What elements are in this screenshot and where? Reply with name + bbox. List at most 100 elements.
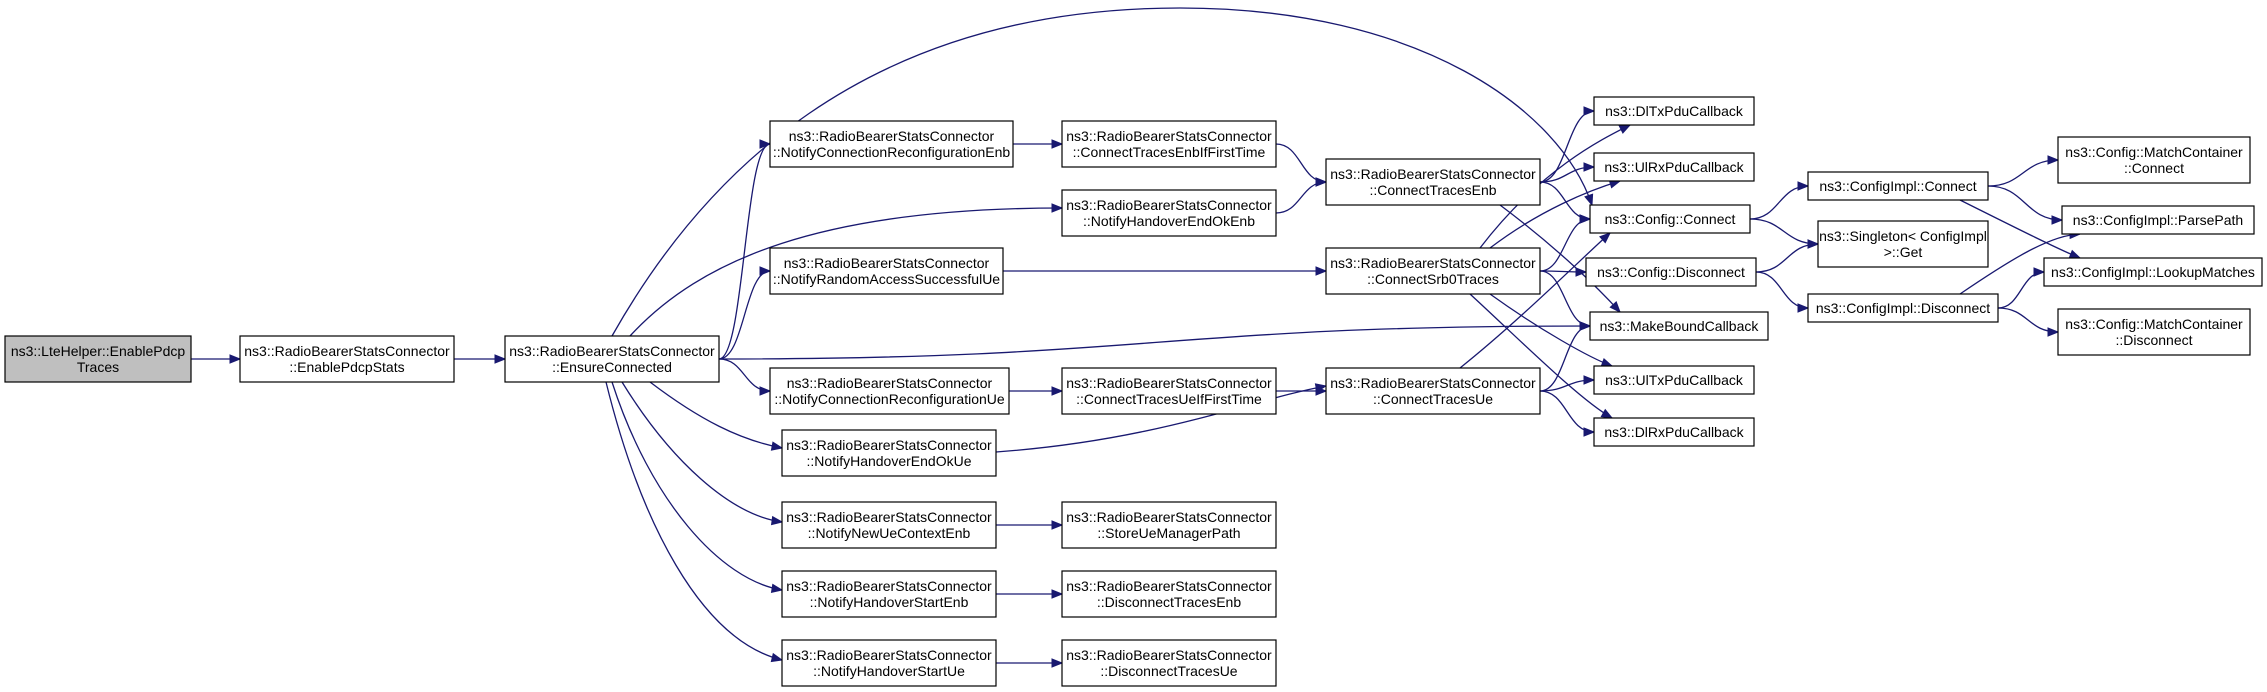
node-connectTracesEnbIfFirst[interactable]: ns3::RadioBearerStatsConnector::ConnectT… bbox=[1061, 120, 1277, 168]
node-box[interactable] bbox=[2057, 308, 2251, 356]
node-box[interactable] bbox=[1325, 367, 1541, 415]
node-box[interactable] bbox=[769, 367, 1010, 415]
node-notifyNewUeContextEnb[interactable]: ns3::RadioBearerStatsConnector::NotifyNe… bbox=[781, 501, 997, 549]
node-dlRxPdu[interactable]: ns3::DlRxPduCallback bbox=[1593, 417, 1755, 447]
node-dlTxPdu[interactable]: ns3::DlTxPduCallback bbox=[1593, 96, 1755, 126]
node-label-line: ::ConnectTracesUeIfFirstTime bbox=[1076, 391, 1262, 407]
node-label-line: ns3::Config::MatchContainer bbox=[2065, 144, 2243, 160]
node-disconnectTracesEnb[interactable]: ns3::RadioBearerStatsConnector::Disconne… bbox=[1061, 570, 1277, 618]
node-box[interactable] bbox=[504, 335, 720, 383]
node-box[interactable] bbox=[1593, 417, 1755, 447]
edge-configConnect-to-configImplConnect bbox=[1749, 181, 1810, 220]
node-box[interactable] bbox=[1593, 152, 1755, 182]
node-label-line: ns3::RadioBearerStatsConnector bbox=[786, 647, 992, 663]
node-box[interactable] bbox=[1061, 189, 1277, 237]
edge-configImplConnect-to-parsePath bbox=[1987, 185, 2064, 225]
node-box[interactable] bbox=[239, 335, 455, 383]
edge-notifyHandoverStartUe-to-disconnectTracesUe bbox=[996, 658, 1064, 668]
node-matchContainerDisconnect[interactable]: ns3::Config::MatchContainer::Disconnect bbox=[2057, 308, 2251, 356]
edge-connectSrb0Traces-to-configConnect bbox=[1539, 214, 1592, 272]
edge-connectTracesUe-to-configConnect bbox=[1459, 232, 1612, 369]
edge-ensureConnected-to-notifyHandoverStartEnb bbox=[611, 381, 784, 594]
node-singletonGet[interactable]: ns3::Singleton< ConfigImpl >::Get bbox=[1817, 220, 1989, 268]
edge-ensureConnected-to-notifyRandomAccess bbox=[718, 266, 772, 360]
node-label-line: ns3::RadioBearerStatsConnector bbox=[1330, 375, 1536, 391]
node-label-line: ::ConnectTracesEnb bbox=[1369, 182, 1496, 198]
node-notifyHandoverEndOkEnb[interactable]: ns3::RadioBearerStatsConnector::NotifyHa… bbox=[1061, 189, 1277, 237]
node-box[interactable] bbox=[781, 501, 997, 549]
edge-ensureConnected-to-notifyHandoverEndOkEnb bbox=[629, 203, 1064, 337]
node-box[interactable] bbox=[2057, 136, 2251, 184]
node-box[interactable] bbox=[4, 335, 192, 383]
node-lookupMatches[interactable]: ns3::ConfigImpl::LookupMatches bbox=[2043, 257, 2263, 287]
node-box[interactable] bbox=[1807, 293, 1999, 323]
node-box[interactable] bbox=[1817, 220, 1989, 268]
edge-connectTracesEnb-to-makeBoundCallback bbox=[1499, 204, 1621, 313]
node-connectTracesEnb[interactable]: ns3::RadioBearerStatsConnector::ConnectT… bbox=[1325, 158, 1541, 206]
node-ulTxPdu[interactable]: ns3::UlTxPduCallback bbox=[1593, 365, 1755, 395]
node-box[interactable] bbox=[2043, 257, 2263, 287]
node-box[interactable] bbox=[781, 570, 997, 618]
node-notifyHandoverStartUe[interactable]: ns3::RadioBearerStatsConnector::NotifyHa… bbox=[781, 639, 997, 687]
node-notifyHandoverEndOkUe[interactable]: ns3::RadioBearerStatsConnector::NotifyHa… bbox=[781, 429, 997, 477]
node-storeUeManagerPath[interactable]: ns3::RadioBearerStatsConnector::StoreUeM… bbox=[1061, 501, 1277, 549]
node-box[interactable] bbox=[2061, 205, 2255, 235]
node-box[interactable] bbox=[1589, 204, 1751, 234]
node-label-line: ns3::RadioBearerStatsConnector bbox=[1066, 375, 1272, 391]
edge-connectSrb0Traces-to-dlRxPdu bbox=[1469, 293, 1614, 419]
node-notifyRandomAccess[interactable]: ns3::RadioBearerStatsConnector::NotifyRa… bbox=[769, 247, 1004, 295]
node-box[interactable] bbox=[781, 429, 997, 477]
node-enablePdcpStats[interactable]: ns3::RadioBearerStatsConnector::EnablePd… bbox=[239, 335, 455, 383]
node-configImplConnect[interactable]: ns3::ConfigImpl::Connect bbox=[1807, 171, 1989, 201]
node-label-line: ns3::RadioBearerStatsConnector bbox=[1066, 578, 1272, 594]
edge-configImplConnect-to-matchContainerConnect bbox=[1987, 155, 2060, 187]
node-label-line: ::DisconnectTracesEnb bbox=[1097, 594, 1241, 610]
node-configImplDisconnect[interactable]: ns3::ConfigImpl::Disconnect bbox=[1807, 293, 1999, 323]
node-disconnectTracesUe[interactable]: ns3::RadioBearerStatsConnector::Disconne… bbox=[1061, 639, 1277, 687]
node-box[interactable] bbox=[1061, 367, 1277, 415]
node-notifyConnReconfEnb[interactable]: ns3::RadioBearerStatsConnector::NotifyCo… bbox=[769, 120, 1014, 168]
node-box[interactable] bbox=[1061, 639, 1277, 687]
edges-layer bbox=[191, 7, 2082, 668]
node-box[interactable] bbox=[769, 247, 1004, 295]
node-box[interactable] bbox=[1593, 365, 1755, 395]
node-box[interactable] bbox=[1589, 311, 1769, 341]
node-box[interactable] bbox=[1061, 120, 1277, 168]
edge-configImplDisconnect-to-matchContainerDisconnect bbox=[1997, 307, 2060, 337]
edge-connectTracesEnb-to-ulRxPdu bbox=[1539, 162, 1596, 183]
edge-notifyConnReconfUe-to-connectTracesUeIfFirst bbox=[1009, 386, 1064, 396]
node-makeBoundCallback[interactable]: ns3::MakeBoundCallback bbox=[1589, 311, 1769, 341]
nodes-layer: ns3::LteHelper::EnablePdcpTracesns3::Rad… bbox=[4, 96, 2263, 687]
node-connectTracesUe[interactable]: ns3::RadioBearerStatsConnector::ConnectT… bbox=[1325, 367, 1541, 415]
node-parsePath[interactable]: ns3::ConfigImpl::ParsePath bbox=[2061, 205, 2255, 235]
node-label-line: ns3::MakeBoundCallback bbox=[1600, 318, 1760, 334]
node-connectSrb0Traces[interactable]: ns3::RadioBearerStatsConnector::ConnectS… bbox=[1325, 247, 1541, 295]
node-box[interactable] bbox=[1061, 570, 1277, 618]
node-label-line: ::NotifyHandoverStartUe bbox=[813, 663, 965, 679]
node-connectTracesUeIfFirst[interactable]: ns3::RadioBearerStatsConnector::ConnectT… bbox=[1061, 367, 1277, 415]
node-box[interactable] bbox=[1325, 158, 1541, 206]
node-label-line: ns3::ConfigImpl::Disconnect bbox=[1816, 300, 1990, 316]
node-configConnect[interactable]: ns3::Config::Connect bbox=[1589, 204, 1751, 234]
node-label-line: ns3::RadioBearerStatsConnector bbox=[509, 343, 715, 359]
node-box[interactable] bbox=[1061, 501, 1277, 549]
node-box[interactable] bbox=[769, 120, 1014, 168]
node-ensureConnected[interactable]: ns3::RadioBearerStatsConnector::EnsureCo… bbox=[504, 335, 720, 383]
node-label-line: ns3::DlRxPduCallback bbox=[1604, 424, 1744, 440]
node-label-line: ::EnsureConnected bbox=[552, 359, 672, 375]
node-box[interactable] bbox=[1807, 171, 1989, 201]
node-configDisconnect[interactable]: ns3::Config::Disconnect bbox=[1585, 257, 1757, 287]
node-label-line: ns3::LteHelper::EnablePdcp bbox=[11, 343, 186, 359]
node-box[interactable] bbox=[1585, 257, 1757, 287]
node-notifyHandoverStartEnb[interactable]: ns3::RadioBearerStatsConnector::NotifyHa… bbox=[781, 570, 997, 618]
node-label-line: ns3::RadioBearerStatsConnector bbox=[1066, 197, 1272, 213]
node-notifyConnReconfUe[interactable]: ns3::RadioBearerStatsConnector::NotifyCo… bbox=[769, 367, 1010, 415]
node-box[interactable] bbox=[1325, 247, 1541, 295]
node-matchContainerConnect[interactable]: ns3::Config::MatchContainer::Connect bbox=[2057, 136, 2251, 184]
node-box[interactable] bbox=[781, 639, 997, 687]
node-label-line: ns3::Config::Disconnect bbox=[1597, 264, 1745, 280]
node-ulRxPdu[interactable]: ns3::UlRxPduCallback bbox=[1593, 152, 1755, 182]
node-box[interactable] bbox=[1593, 96, 1755, 126]
node-label-line: ::DisconnectTracesUe bbox=[1100, 663, 1237, 679]
